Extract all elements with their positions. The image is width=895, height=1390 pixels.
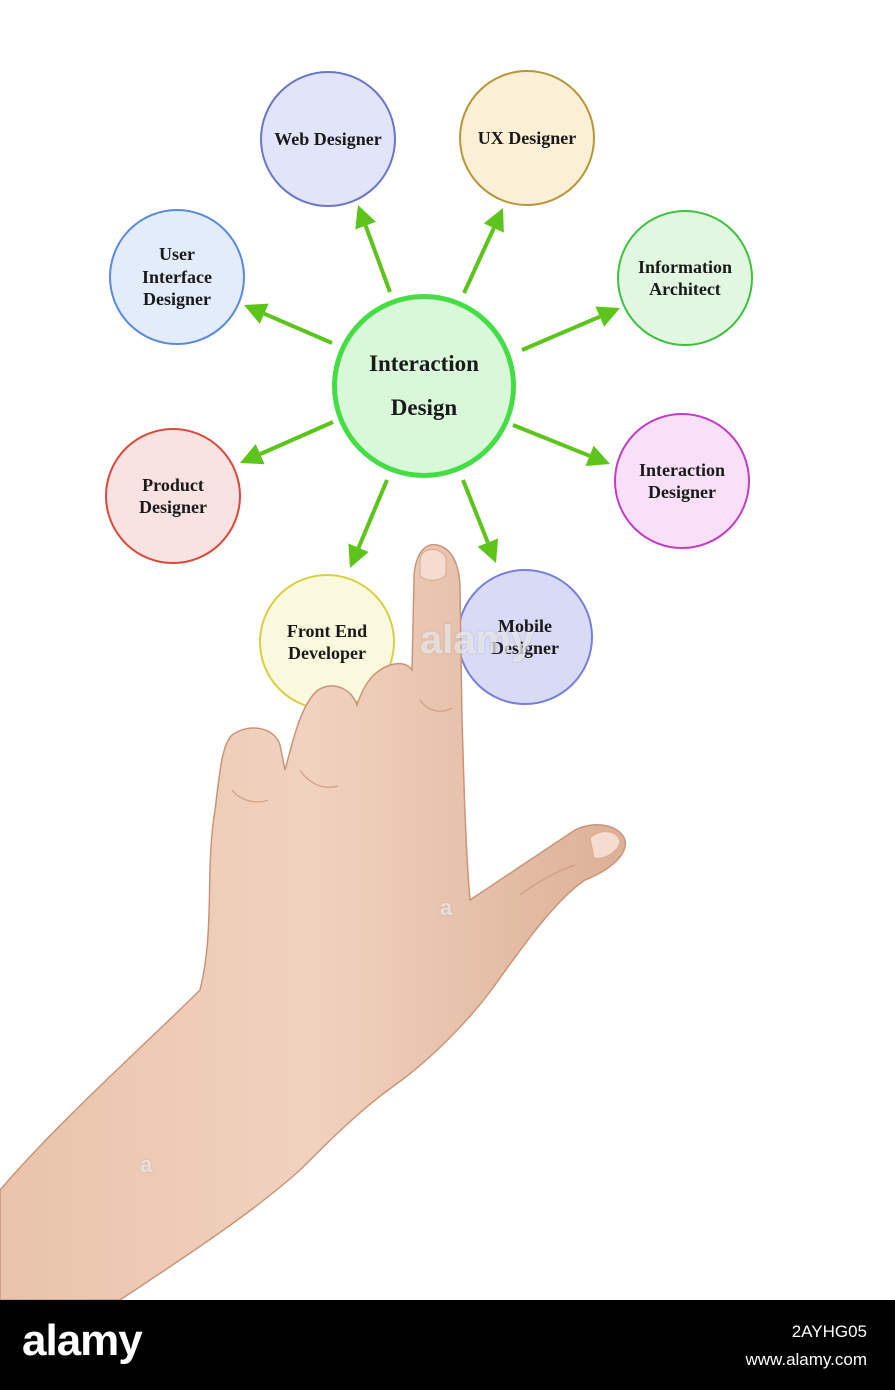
arrow-shaft-interaction-designer [512,423,591,458]
image-id: 2AYHG05 [791,1322,867,1341]
arrow-head-user-interface-designer [244,303,269,324]
watermark-text: alamy [420,618,534,662]
arrow-shaft-user-interface-designer [263,311,333,345]
arrow-head-product-designer [240,444,265,465]
node-ux-designer: UX Designer [459,70,595,206]
alamy-logo: alamy [22,1316,143,1365]
footer-bar: alamy 2AYHG05 www.alamy.com [0,1300,895,1390]
node-interaction-designer: Interaction Designer [614,413,750,549]
node-front-end-developer: Front End Developer [259,574,395,710]
arrow-shaft-product-designer [259,420,334,456]
arrow-shaft-web-designer [363,224,392,293]
node-information-architect: Information Architect [617,210,753,346]
arrow-head-ux-designer [483,208,504,233]
arrow-shaft-front-end-developer [356,479,389,549]
center-node-label: Interaction Design [369,351,479,420]
site-url: www.alamy.com [745,1350,867,1369]
arrow-head-interaction-designer [585,445,610,466]
node-web-designer: Web Designer [260,71,396,207]
arrow-head-web-designer [355,205,376,230]
watermark-small-mark: a [440,895,453,920]
node-label: User Interface Designer [142,244,212,310]
node-product-designer: Product Designer [105,428,241,564]
arrow-shaft-information-architect [521,314,601,352]
node-user-interface-designer: User Interface Designer [109,209,245,345]
node-label: UX Designer [477,127,577,148]
watermark-small-mark: a [140,1152,153,1177]
node-label: Product Designer [139,474,207,518]
diagram-stage: Interaction Design Web Designer UX Desig… [0,70,753,1300]
node-label: Front End Developer [286,620,368,664]
arrow-shaft-mobile-designer [461,479,490,544]
node-label: Information Architect [638,256,732,300]
node-label: Interaction Designer [639,459,725,503]
center-node-interaction-design: Interaction Design [332,294,516,478]
arrow-shaft-ux-designer [462,227,496,294]
node-label: Web Designer [274,128,382,149]
arrow-head-information-architect [595,306,620,327]
